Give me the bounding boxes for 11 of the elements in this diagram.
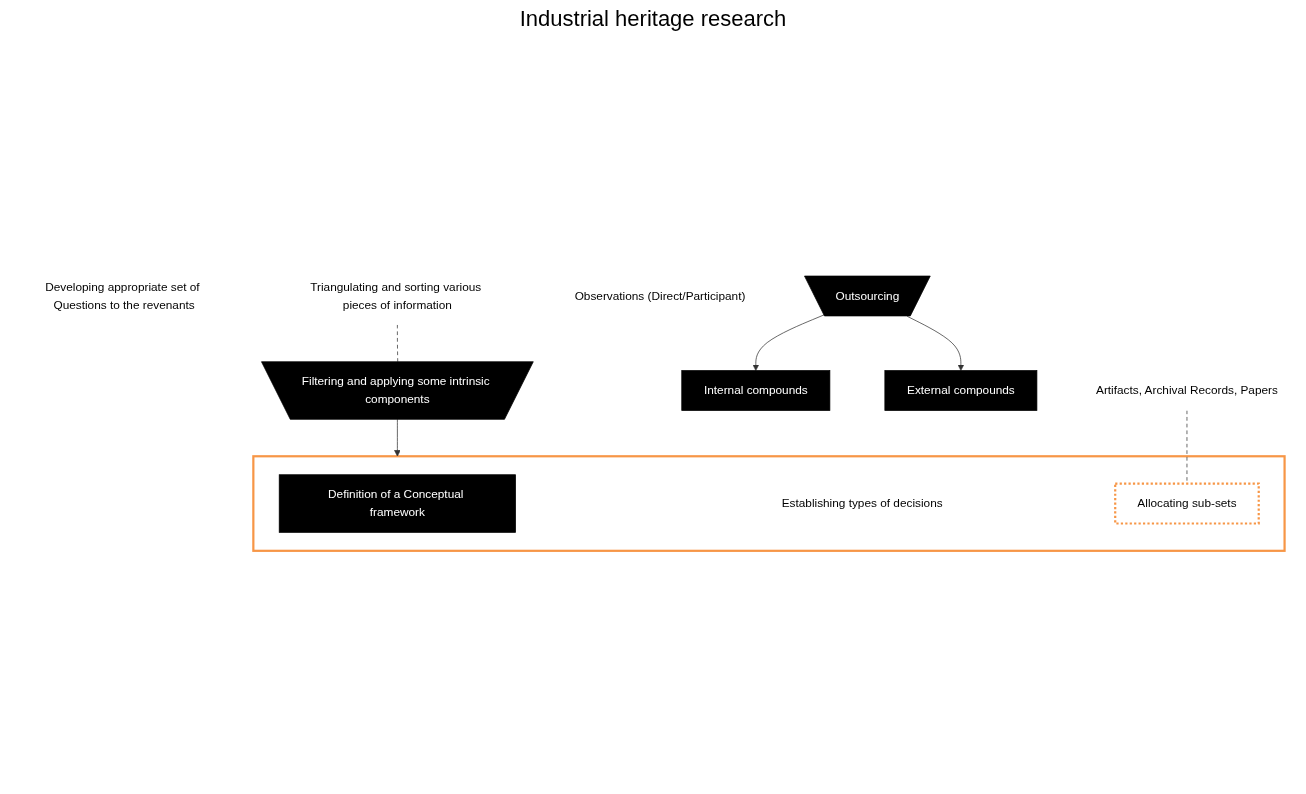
- node-text: Observations (Direct/Participant): [574, 289, 746, 302]
- cluster: [252, 455, 1286, 552]
- node-box: Allocating sub-sets: [1114, 482, 1260, 525]
- node-text: Artifacts, Archival Records, Papers: [1096, 383, 1278, 397]
- node-box: Internal compounds: [681, 370, 831, 411]
- diagram-title: Industrial heritage research: [518, 6, 788, 32]
- node-box: External compounds: [884, 370, 1038, 411]
- node-text: Developing appropriate set of Questions to the revenants: [45, 280, 200, 311]
- node-box: Definition of a Conceptual framework: [278, 474, 516, 533]
- node-text: Establishing types of decisions: [781, 496, 943, 510]
- node-text: Triangulating and sorting various pieces of information: [310, 280, 482, 311]
